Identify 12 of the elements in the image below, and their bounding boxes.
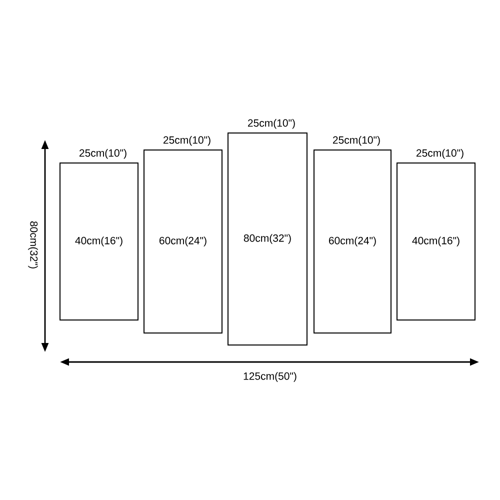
width-label: 25cm(10"): [416, 149, 464, 159]
width-label: 25cm(10"): [164, 136, 210, 146]
panel-box: 40cm(16"): [60, 162, 138, 320]
width-label: 25cm(10"): [248, 119, 295, 129]
dimension-label: 80cm(32"): [28, 221, 38, 268]
dimension-label: 125cm(50"): [244, 372, 296, 382]
panel-box: 60cm(24"): [314, 150, 392, 334]
panel-box: 60cm(24"): [144, 150, 222, 334]
width-label: 25cm(10"): [80, 149, 126, 159]
panel-box: 40cm(16"): [396, 162, 476, 320]
panel-box: 80cm(32"): [228, 132, 308, 346]
width-label: 25cm(10"): [333, 136, 380, 146]
